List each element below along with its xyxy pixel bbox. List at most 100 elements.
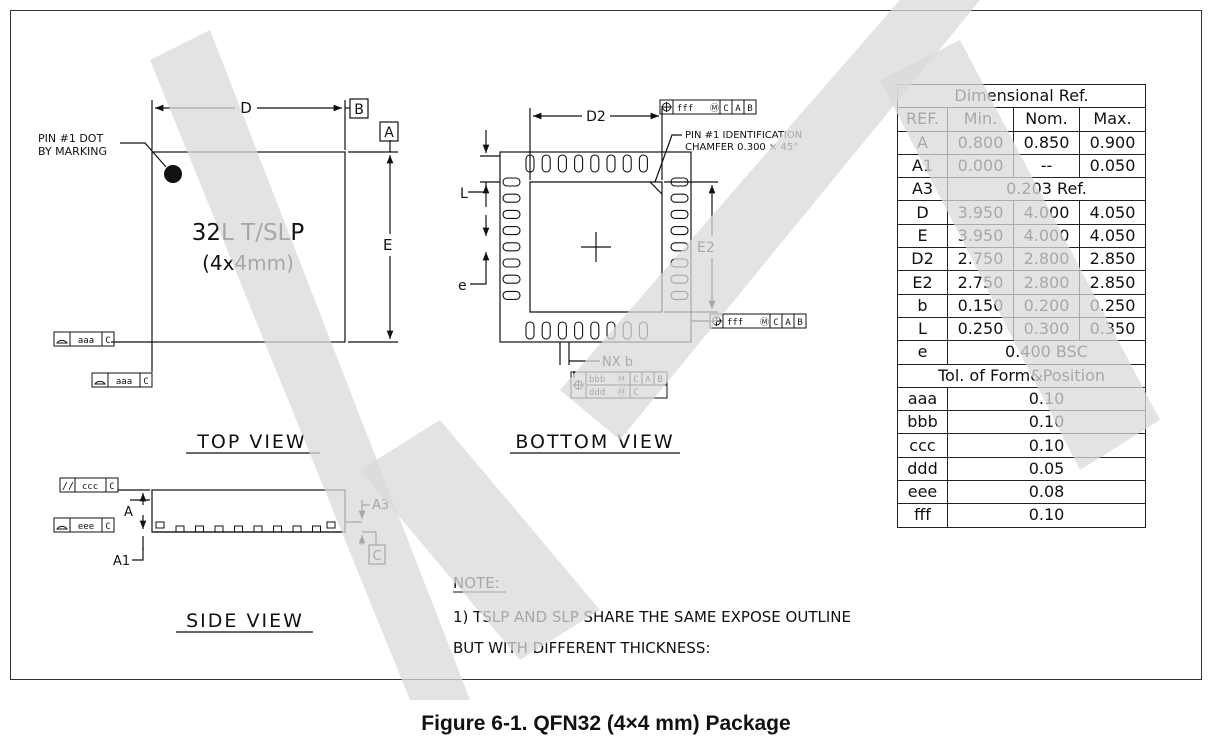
dim-a-label: A [124, 505, 133, 520]
pad-right [670, 290, 689, 300]
table-cell: 4.000 [1013, 200, 1080, 225]
side-view-title: SIDE VIEW [186, 610, 304, 632]
table-title-row: Dimensional Ref. [897, 83, 1146, 109]
pad-bottom [590, 321, 600, 340]
tol-frame-aaa-2-datum: C [143, 377, 148, 387]
package-size: (4x4mm) [202, 251, 294, 275]
table-cell: 0.150 [947, 293, 1014, 318]
note-line1: 1) TSLP AND SLP SHARE THE SAME EXPOSE OU… [453, 608, 851, 626]
dim-e-label: E [383, 236, 392, 254]
table-row: ddd 0.05 [897, 456, 1146, 482]
fcf-right: fff Ⓜ C A B [709, 313, 807, 329]
dim-d-label: D [240, 99, 252, 117]
table-cell: 2.850 [1079, 247, 1146, 272]
fcf-b-row2-value: ddd [589, 388, 605, 398]
table-cell: ddd [897, 456, 948, 482]
table-cell: b [897, 293, 948, 318]
table-header-row: REF. Min. Nom. Max. [897, 107, 1146, 132]
side-view [118, 489, 377, 561]
table-row: D 3.950 4.000 4.050 [897, 200, 1146, 225]
table-cell: 0.300 [1013, 316, 1080, 342]
fcf-top-datum-1: C [723, 104, 728, 114]
mmc-symbol-icon: Ⓜ [760, 317, 769, 328]
table-row: A3 0.203 Ref. [897, 177, 1146, 202]
pad-bottom [525, 321, 535, 340]
mmc-symbol-icon: Ⓜ [617, 387, 626, 398]
pad-bottom [638, 321, 648, 340]
table-cell: 0.10 [947, 386, 1146, 412]
fcf-right-value: fff [727, 318, 743, 328]
table-row: fff 0.10 [897, 503, 1146, 528]
pad-left [502, 209, 521, 219]
pad-right [670, 258, 689, 268]
pad-right [670, 242, 689, 252]
pad-left [502, 258, 521, 268]
dim-e2-label: E2 [697, 240, 715, 256]
dim-d2-label: D2 [586, 109, 606, 125]
fcf-right-datum-3: B [797, 318, 802, 328]
side-lead [253, 525, 263, 532]
table-cell: 0.850 [1013, 130, 1080, 155]
side-lead-end [155, 521, 165, 529]
table-row: b 0.150 0.200 0.250 [897, 293, 1146, 318]
datum-c-label: C [372, 549, 381, 564]
package-name: 32L T/SLP [192, 220, 305, 246]
table-cell: 0.08 [947, 480, 1146, 505]
pad-bottom [557, 321, 567, 340]
pad-left [502, 193, 521, 203]
fcf-b-row1-datum-3: B [657, 375, 662, 385]
side-lead [292, 525, 302, 532]
pin1-chamfer [649, 181, 663, 195]
fcf-b: bbb Ⓜ C A B ddd Ⓜ C [570, 371, 668, 399]
pad-bottom [541, 321, 551, 340]
table-cell: 0.250 [947, 316, 1014, 342]
pad-left [502, 226, 521, 236]
top-view-title: TOP VIEW [196, 431, 306, 453]
lead-group [155, 521, 336, 532]
table-cell: 0.05 [947, 456, 1146, 482]
table-cell: 0.10 [947, 503, 1146, 528]
figure-caption: Figure 6-1. QFN32 (4×4 mm) Package [421, 712, 791, 735]
table-cell: aaa [897, 386, 948, 412]
tol-frame-ccc: // ccc C [59, 477, 119, 493]
table-row: ccc 0.10 [897, 433, 1146, 458]
pin1-note-line1: PIN #1 DOT [38, 132, 103, 145]
pad-right [670, 274, 689, 284]
table-cell: e [897, 340, 948, 365]
side-lead [234, 525, 243, 532]
table-row: A 0.800 0.850 0.900 [897, 130, 1146, 155]
pad-top [590, 154, 600, 173]
bottom-view-title: BOTTOM VIEW [515, 431, 674, 453]
header-ref: REF. [897, 107, 948, 132]
note-title: NOTE: [453, 574, 500, 592]
table-cell: 0.250 [1079, 293, 1146, 318]
table-cell: 2.800 [1013, 270, 1080, 295]
side-lead [195, 525, 204, 532]
dim-nx-b-label: NX b [602, 355, 633, 370]
tol-frame-eee-datum: C [105, 522, 110, 532]
fcf-right-datum-2: A [785, 318, 791, 328]
side-lead [175, 525, 185, 532]
header-min: Min. [947, 107, 1014, 132]
fcf-top-value: fff [677, 104, 693, 114]
table-row: eee 0.08 [897, 480, 1146, 505]
pin1-note-line2: BY MARKING [38, 145, 107, 158]
tol-frame-aaa-1: aaa C [53, 331, 115, 347]
table-cell: 2.750 [947, 247, 1014, 272]
pad-right [670, 193, 689, 203]
table-cell: D [897, 200, 948, 225]
pad-bottom [606, 321, 616, 340]
side-lead-end [326, 521, 336, 529]
pin1-id-line1: PIN #1 IDENTIFICATION [685, 130, 802, 141]
table-cell: -- [1013, 153, 1080, 179]
table-row: E 3.950 4.000 4.050 [897, 223, 1146, 249]
mmc-symbol-icon: Ⓜ [617, 374, 626, 385]
table-cell: 3.950 [947, 223, 1014, 249]
table-cell: 2.850 [1079, 270, 1146, 295]
tol-title: Tol. of Form&Position [897, 363, 1146, 388]
table-title: Dimensional Ref. [897, 83, 1146, 109]
table-cell: 0.200 [1013, 293, 1080, 318]
table-cell: A [897, 130, 948, 155]
tol-frame-aaa-2-value: aaa [116, 377, 132, 387]
table-cell: 0.203 Ref. [947, 177, 1146, 202]
